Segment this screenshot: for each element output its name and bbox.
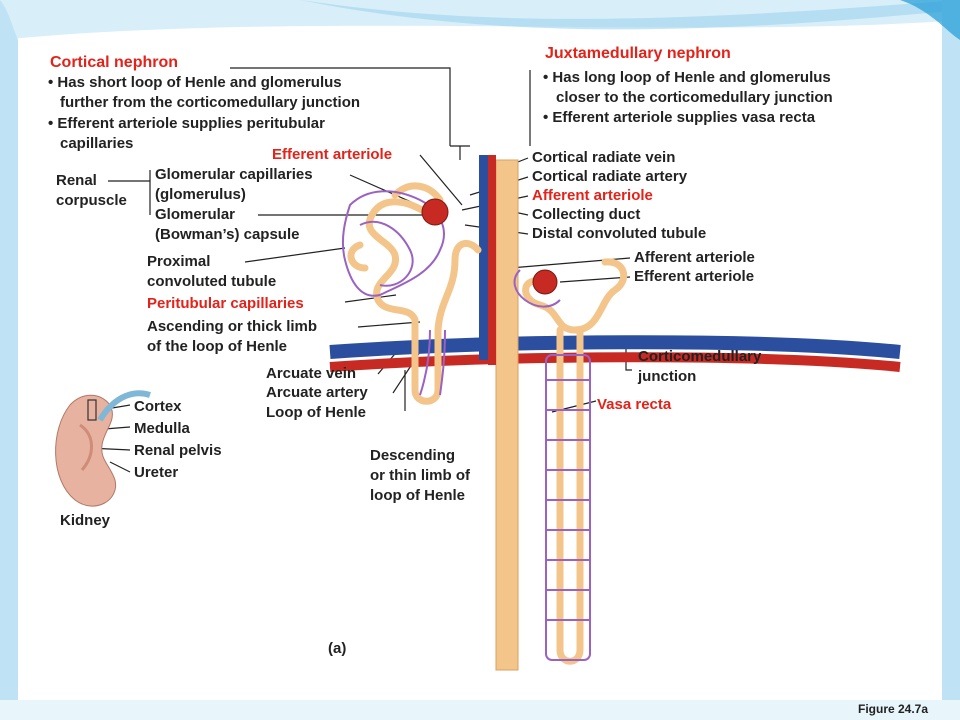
cortical-glomerulus-shape: [421, 198, 449, 226]
label-descending: Descending: [370, 447, 456, 464]
label-renal-pelvis: Renal pelvis: [134, 442, 222, 459]
cortical-radiate-artery-shape: [488, 155, 496, 365]
label-ureter: Ureter: [134, 464, 179, 481]
label-corticomedullary: Corticomedullary: [638, 348, 762, 365]
label-glomerular-capillaries: Glomerular capillaries: [155, 166, 313, 183]
cortical-peritubular-capillaries: [341, 190, 446, 396]
label-convoluted-tubule: convoluted tubule: [147, 273, 277, 290]
kidney-illustration: [55, 390, 151, 507]
label-arcuate-artery: Arcuate artery: [266, 384, 368, 401]
juxta-bullet-1-line-2: closer to the corticomedullary junction: [556, 89, 833, 106]
cortical-bullet-1-line-2: further from the corticomedullary juncti…: [60, 94, 361, 111]
cortical-radiate-vein-shape: [479, 155, 488, 360]
cortical-bullet-2-line-2: capillaries: [60, 135, 134, 152]
label-thin-limb: or thin limb of: [370, 467, 470, 484]
collecting-duct-shape: [495, 159, 519, 671]
label-afferent-arteriole-red: Afferent arteriole: [532, 187, 653, 204]
cortical-bullet-2-line-1: • Efferent arteriole supplies peritubula…: [48, 115, 325, 132]
label-renal: Renal: [56, 172, 97, 189]
juxtamedullary-glomerulus-shape: [532, 269, 558, 295]
juxtamedullary-nephron-title: Juxtamedullary nephron: [545, 45, 731, 62]
label-cortical-radiate-artery: Cortical radiate artery: [532, 168, 688, 185]
label-ascending-limb: Ascending or thick limb: [147, 318, 318, 335]
label-afferent-arteriole: Afferent arteriole: [634, 249, 755, 266]
label-distal-convoluted-tubule: Distal convoluted tubule: [532, 225, 707, 242]
label-proximal: Proximal: [147, 253, 211, 270]
label-efferent-arteriole-red: Efferent arteriole: [272, 146, 393, 163]
label-medulla: Medulla: [134, 420, 190, 437]
cortical-bullet-1-line-1: • Has short loop of Henle and glomerulus: [48, 74, 342, 91]
label-glomerulus: (glomerulus): [155, 186, 246, 203]
label-collecting-duct: Collecting duct: [532, 206, 641, 223]
label-of-loop-of-henle: of the loop of Henle: [147, 338, 287, 355]
label-glomerular: Glomerular: [155, 206, 236, 223]
label-vasa-recta: Vasa recta: [597, 396, 672, 413]
label-efferent-arteriole: Efferent arteriole: [634, 268, 755, 285]
arcuate-vessels: [329, 335, 901, 372]
label-peritubular-capillaries: Peritubular capillaries: [147, 295, 304, 312]
label-junction: junction: [638, 368, 697, 385]
cortical-nephron-title: Cortical nephron: [50, 54, 179, 71]
label-cortical-radiate-vein: Cortical radiate vein: [532, 149, 676, 166]
juxta-bullet-1-line-1: • Has long loop of Henle and glomerulus: [543, 69, 831, 86]
juxtamedullary-nephron-tubule: [522, 258, 628, 665]
panel-label: (a): [328, 640, 347, 657]
label-arcuate-vein: Arcuate vein: [266, 365, 357, 382]
label-corpuscle: corpuscle: [56, 192, 127, 209]
label-loop-of-henle-2: loop of Henle: [370, 487, 465, 504]
label-loop-of-henle: Loop of Henle: [266, 404, 366, 421]
label-bowmans-capsule: (Bowman’s) capsule: [155, 226, 300, 243]
label-cortex: Cortex: [134, 398, 182, 415]
label-kidney: Kidney: [60, 512, 111, 529]
figure-caption: Figure 24.7a: [858, 702, 929, 716]
juxta-bullet-2: • Efferent arteriole supplies vasa recta: [543, 109, 816, 126]
vasa-recta: [513, 269, 591, 661]
